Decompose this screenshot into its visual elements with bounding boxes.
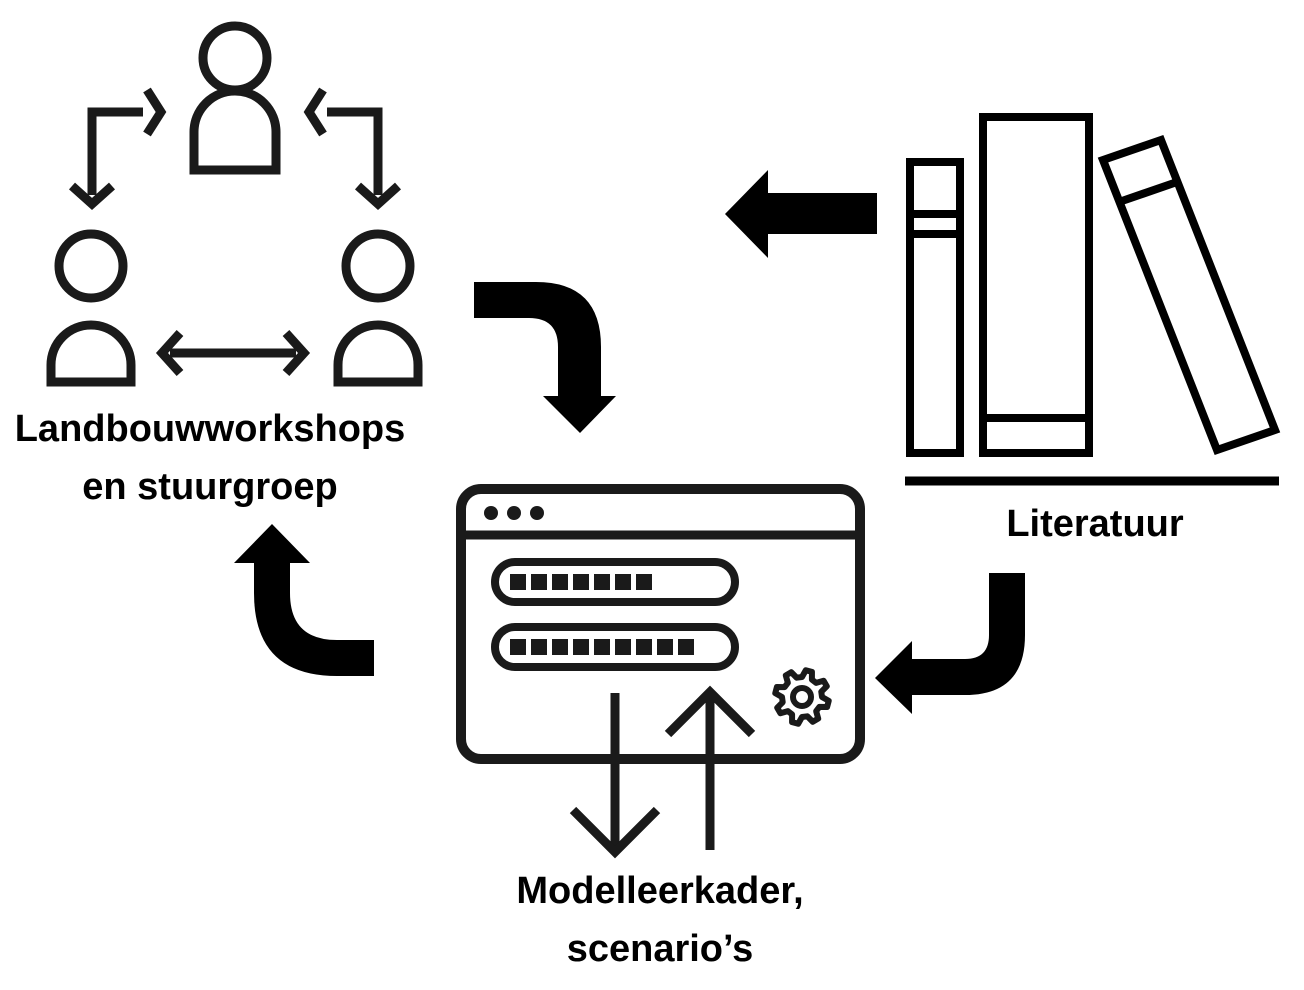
label-literature: Literatuur (945, 495, 1245, 553)
label-model-line-2: scenario’s (566, 928, 754, 970)
input-bar-cell (636, 574, 652, 590)
arrow-literature-to-model (875, 573, 1025, 714)
input-bar-cell (552, 574, 568, 590)
input-bar-cell (531, 639, 547, 655)
window-dots-icon (484, 506, 544, 520)
label-literature-text: Literatuur (1006, 503, 1184, 545)
input-bar-2 (491, 623, 739, 671)
book-thin-icon (906, 158, 964, 457)
label-model-line-1: Modelleerkader, (516, 870, 804, 912)
input-bar-cell (510, 639, 526, 655)
person-left-icon (46, 229, 136, 387)
input-bar-cell (573, 574, 589, 590)
label-workshops-line-1: Landbouwworkshops (14, 408, 406, 450)
input-bar-cell (657, 639, 673, 655)
arrow-workshops-to-model (474, 282, 616, 433)
input-bar-cell (552, 639, 568, 655)
person-right-icon (333, 229, 423, 387)
input-bar-cell (573, 639, 589, 655)
exchange-arrow-top-left-icon (68, 87, 167, 211)
input-bar-cell (510, 574, 526, 590)
gear-icon (772, 667, 832, 727)
label-model: Modelleerkader, scenario’s (460, 862, 860, 978)
exchange-arrow-bottom-icon (155, 329, 311, 377)
input-bar-cell (594, 574, 610, 590)
arrow-literature-to-workshops (725, 170, 877, 258)
input-bar-cell (636, 639, 652, 655)
label-workshops: Landbouwworkshops en stuurgroep (0, 400, 420, 516)
input-bar-cell (615, 639, 631, 655)
label-workshops-line-2: en stuurgroep (82, 466, 338, 508)
down-arrow-icon (569, 693, 661, 859)
exchange-arrow-top-right-icon (303, 87, 402, 211)
input-bar-1 (491, 558, 739, 606)
input-bar-cell (678, 639, 694, 655)
input-bar-cell (594, 639, 610, 655)
window-frame (456, 484, 865, 764)
books-icon (905, 113, 1281, 486)
group-collaboration-icon (46, 21, 423, 387)
software-window-icon (456, 484, 865, 859)
book-tall-icon (979, 113, 1093, 457)
input-bar-cell (531, 574, 547, 590)
arrow-model-to-workshops (234, 524, 374, 676)
book-leaning-icon (1097, 134, 1281, 456)
person-top-icon (189, 21, 281, 175)
up-arrow-icon (664, 685, 756, 850)
input-bar-cell (615, 574, 631, 590)
